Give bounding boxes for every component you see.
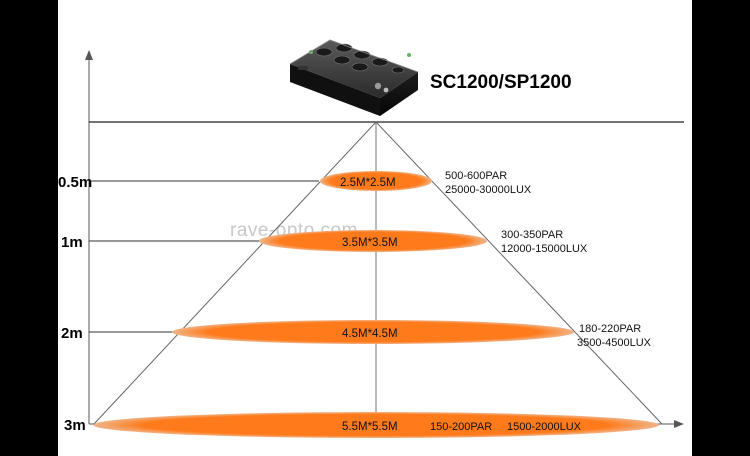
distance-label: 1m [61, 234, 83, 251]
lux-label: 3500-4500LUX [577, 337, 652, 349]
coverage-spot [259, 230, 487, 252]
par-label: 150-200PAR [430, 421, 492, 433]
distance-labels: 0.5m 1m 2m 3m [58, 174, 92, 434]
led-grow-light-icon [289, 39, 419, 116]
par-label: 300-350PAR [501, 229, 563, 241]
distance-label: 3m [64, 417, 86, 434]
coverage-spot [320, 171, 432, 191]
intensity-labels: 500-600PAR 25000-30000LUX 300-350PAR 120… [430, 170, 652, 433]
area-labels: 2.5M*2.5M 3.5M*3.5M 4.5M*4.5M 5.5M*5.5M [340, 177, 398, 433]
par-label: 180-220PAR [579, 323, 641, 335]
coverage-area-label: 2.5M*2.5M [340, 177, 396, 189]
product-title: SC1200/SP1200 [430, 72, 572, 93]
coverage-spots [93, 171, 659, 438]
par-label: 500-600PAR [445, 170, 507, 182]
distance-label: 0.5m [58, 174, 92, 191]
coverage-area-label: 4.5M*4.5M [342, 328, 398, 340]
vertical-axis-arrow-icon [85, 50, 93, 60]
lux-label: 1500-2000LUX [507, 421, 582, 433]
horizontal-axis-arrow-icon [674, 420, 684, 428]
coverage-spot [93, 412, 659, 438]
coverage-area-label: 3.5M*3.5M [342, 237, 398, 249]
coverage-area-label: 5.5M*5.5M [342, 421, 398, 433]
coverage-spot [172, 320, 574, 344]
light-cone [93, 121, 663, 425]
distance-label: 2m [61, 325, 83, 342]
lux-label: 25000-30000LUX [445, 184, 532, 196]
cone-right-edge [375, 121, 663, 425]
lux-label: 12000-15000LUX [501, 243, 588, 255]
distance-guides [89, 180, 319, 333]
cone-left-edge [93, 121, 377, 425]
